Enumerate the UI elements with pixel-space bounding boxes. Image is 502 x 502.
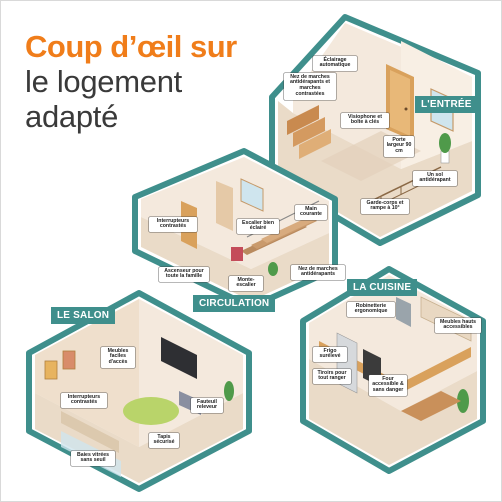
entree-illustration: [269, 14, 481, 246]
label-monte-escalier: Monte-escalier: [229, 276, 263, 291]
title-line-1: Coup d’œil sur: [25, 29, 237, 64]
label-tiroirs: Tiroirs pour tout ranger: [313, 369, 351, 384]
label-escalier: Escalier bien éclairé: [237, 219, 279, 234]
label-meubles-faciles: Meubles faciles d'accès: [101, 347, 135, 368]
label-ascenseur: Ascenseur pour toute la famille: [159, 267, 209, 282]
page-title: Coup d’œil sur le logement adapté: [25, 31, 237, 132]
label-four: Four accessible & sans danger: [369, 375, 407, 396]
room-tag-circulation: CIRCULATION: [193, 295, 276, 312]
label-baies: Baies vitrées sans seuil: [71, 451, 115, 466]
label-sol: Un sol antidérapant: [413, 171, 457, 186]
title-line-2: le logement: [25, 64, 182, 99]
label-eclairage: Éclairage automatique: [313, 56, 357, 71]
label-visiophone: Visiophone et boîte à clés: [341, 113, 389, 128]
label-fauteuil: Fauteuil releveur: [191, 398, 223, 413]
label-nez-marches-circulation: Nez de marches antidérapants: [291, 265, 345, 280]
label-porte: Porte largeur 90 cm: [384, 136, 414, 157]
label-interrupteurs-circulation: Interrupteurs contrastés: [149, 217, 197, 232]
label-robinetterie: Robinetterie ergonomique: [347, 302, 395, 317]
label-interrupteurs-salon: Interrupteurs contrastés: [61, 393, 107, 408]
label-frigo: Frigo surélevé: [313, 347, 347, 362]
room-tag-salon: LE SALON: [51, 307, 116, 324]
room-tag-cuisine: LA CUISINE: [347, 279, 418, 296]
label-meubles-hauts: Meubles hauts accessibles: [435, 318, 481, 333]
label-tapis: Tapis sécurisé: [149, 433, 179, 448]
label-main-courante: Main courante: [295, 205, 327, 220]
title-line-3: adapté: [25, 99, 119, 134]
room-tag-entree: L'ENTRÉE: [415, 96, 478, 113]
label-garde-corps: Garde-corps et rampe à 10°: [361, 199, 409, 214]
label-nez-marches-entree: Nez de marches antidérapants et marches …: [284, 73, 336, 100]
